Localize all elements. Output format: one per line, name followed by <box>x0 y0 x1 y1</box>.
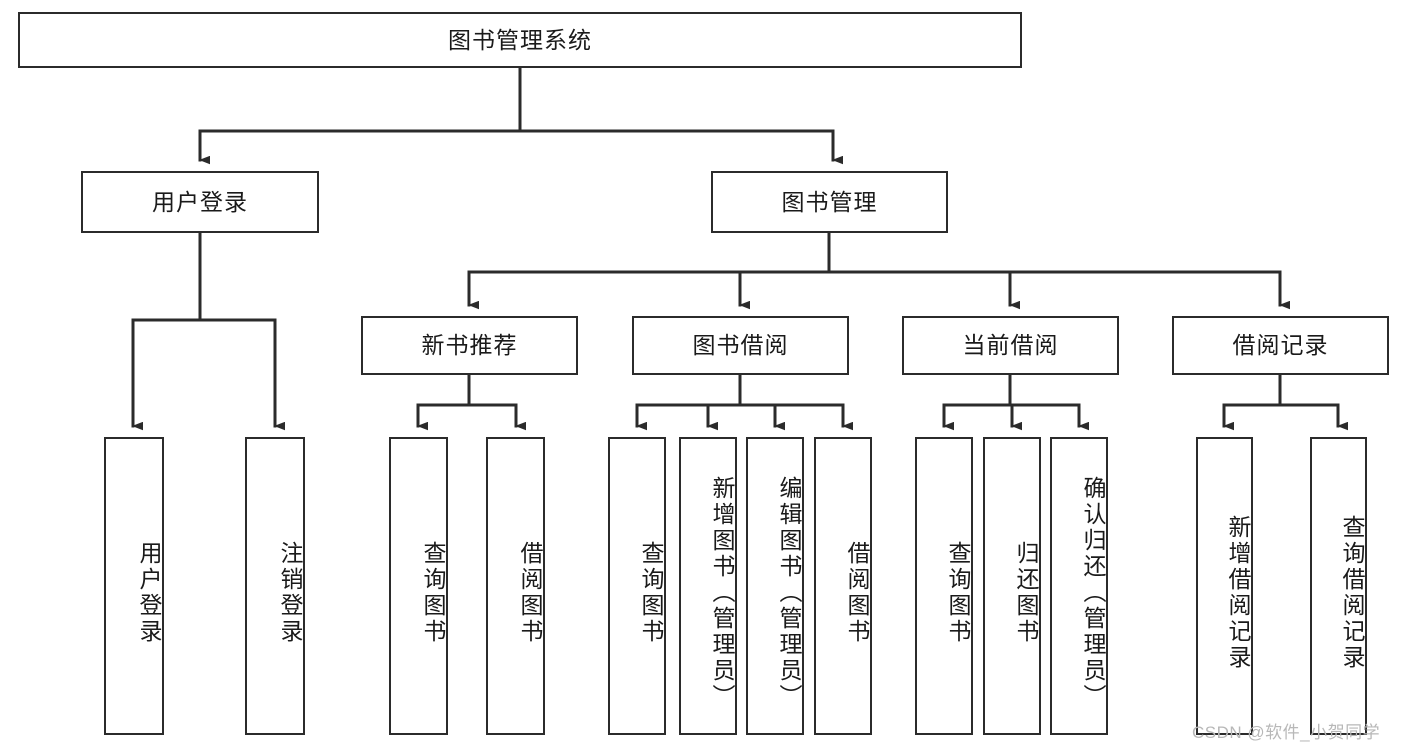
node-leaf-query-book-1[interactable]: 查询图书 <box>389 437 448 735</box>
node-borrow-record[interactable]: 借阅记录 <box>1172 316 1389 375</box>
node-user-login[interactable]: 用户登录 <box>81 171 319 233</box>
node-leaf-query-book-2[interactable]: 查询图书 <box>608 437 666 735</box>
node-current-borrow-label: 当前借阅 <box>962 332 1059 359</box>
node-leaf-borrow-book-1[interactable]: 借阅图书 <box>486 437 545 735</box>
node-leaf-user-login[interactable]: 用户登录 <box>104 437 164 735</box>
node-leaf-return-book-label: 归还图书 <box>1013 541 1039 645</box>
node-leaf-return-book[interactable]: 归还图书 <box>983 437 1041 735</box>
csdn-watermark: CSDN @软件_小贺同学 <box>1192 723 1381 742</box>
node-leaf-query-borrow-record[interactable]: 查询借阅记录 <box>1310 437 1367 735</box>
node-leaf-add-borrow-record-label: 新增借阅记录 <box>1225 515 1251 671</box>
node-leaf-query-book-3-label: 查询图书 <box>945 541 971 645</box>
node-leaf-confirm-return[interactable]: 确认归还（管理员） <box>1050 437 1108 735</box>
node-leaf-query-book-1-label: 查询图书 <box>420 541 446 645</box>
node-leaf-add-borrow-record[interactable]: 新增借阅记录 <box>1196 437 1253 735</box>
node-root[interactable]: 图书管理系统 <box>18 12 1022 68</box>
node-leaf-borrow-book-2-label: 借阅图书 <box>844 541 870 645</box>
node-leaf-query-book-2-label: 查询图书 <box>638 541 664 645</box>
node-leaf-borrow-book-1-label: 借阅图书 <box>517 541 543 645</box>
node-leaf-logout[interactable]: 注销登录 <box>245 437 305 735</box>
node-leaf-query-book-3[interactable]: 查询图书 <box>915 437 973 735</box>
node-leaf-edit-book[interactable]: 编辑图书（管理员） <box>746 437 804 735</box>
node-borrow-record-label: 借阅记录 <box>1232 332 1329 359</box>
node-book-manage-label: 图书管理 <box>781 188 878 215</box>
node-book-manage[interactable]: 图书管理 <box>711 171 948 233</box>
node-user-login-label: 用户登录 <box>152 188 248 215</box>
node-new-book-recommend[interactable]: 新书推荐 <box>361 316 578 375</box>
node-leaf-confirm-return-label: 确认归还（管理员） <box>1080 476 1106 710</box>
node-book-borrow-label: 图书借阅 <box>692 332 789 359</box>
node-leaf-logout-label: 注销登录 <box>277 541 303 645</box>
node-new-book-recommend-label: 新书推荐 <box>421 332 518 359</box>
node-leaf-add-book[interactable]: 新增图书（管理员） <box>679 437 737 735</box>
node-current-borrow[interactable]: 当前借阅 <box>902 316 1119 375</box>
node-leaf-add-book-label: 新增图书（管理员） <box>709 476 735 710</box>
node-leaf-user-login-label: 用户登录 <box>136 541 162 645</box>
node-leaf-query-borrow-record-label: 查询借阅记录 <box>1339 515 1365 671</box>
node-root-label: 图书管理系统 <box>448 26 592 53</box>
node-leaf-edit-book-label: 编辑图书（管理员） <box>776 476 802 710</box>
node-leaf-borrow-book-2[interactable]: 借阅图书 <box>814 437 872 735</box>
node-book-borrow[interactable]: 图书借阅 <box>632 316 849 375</box>
